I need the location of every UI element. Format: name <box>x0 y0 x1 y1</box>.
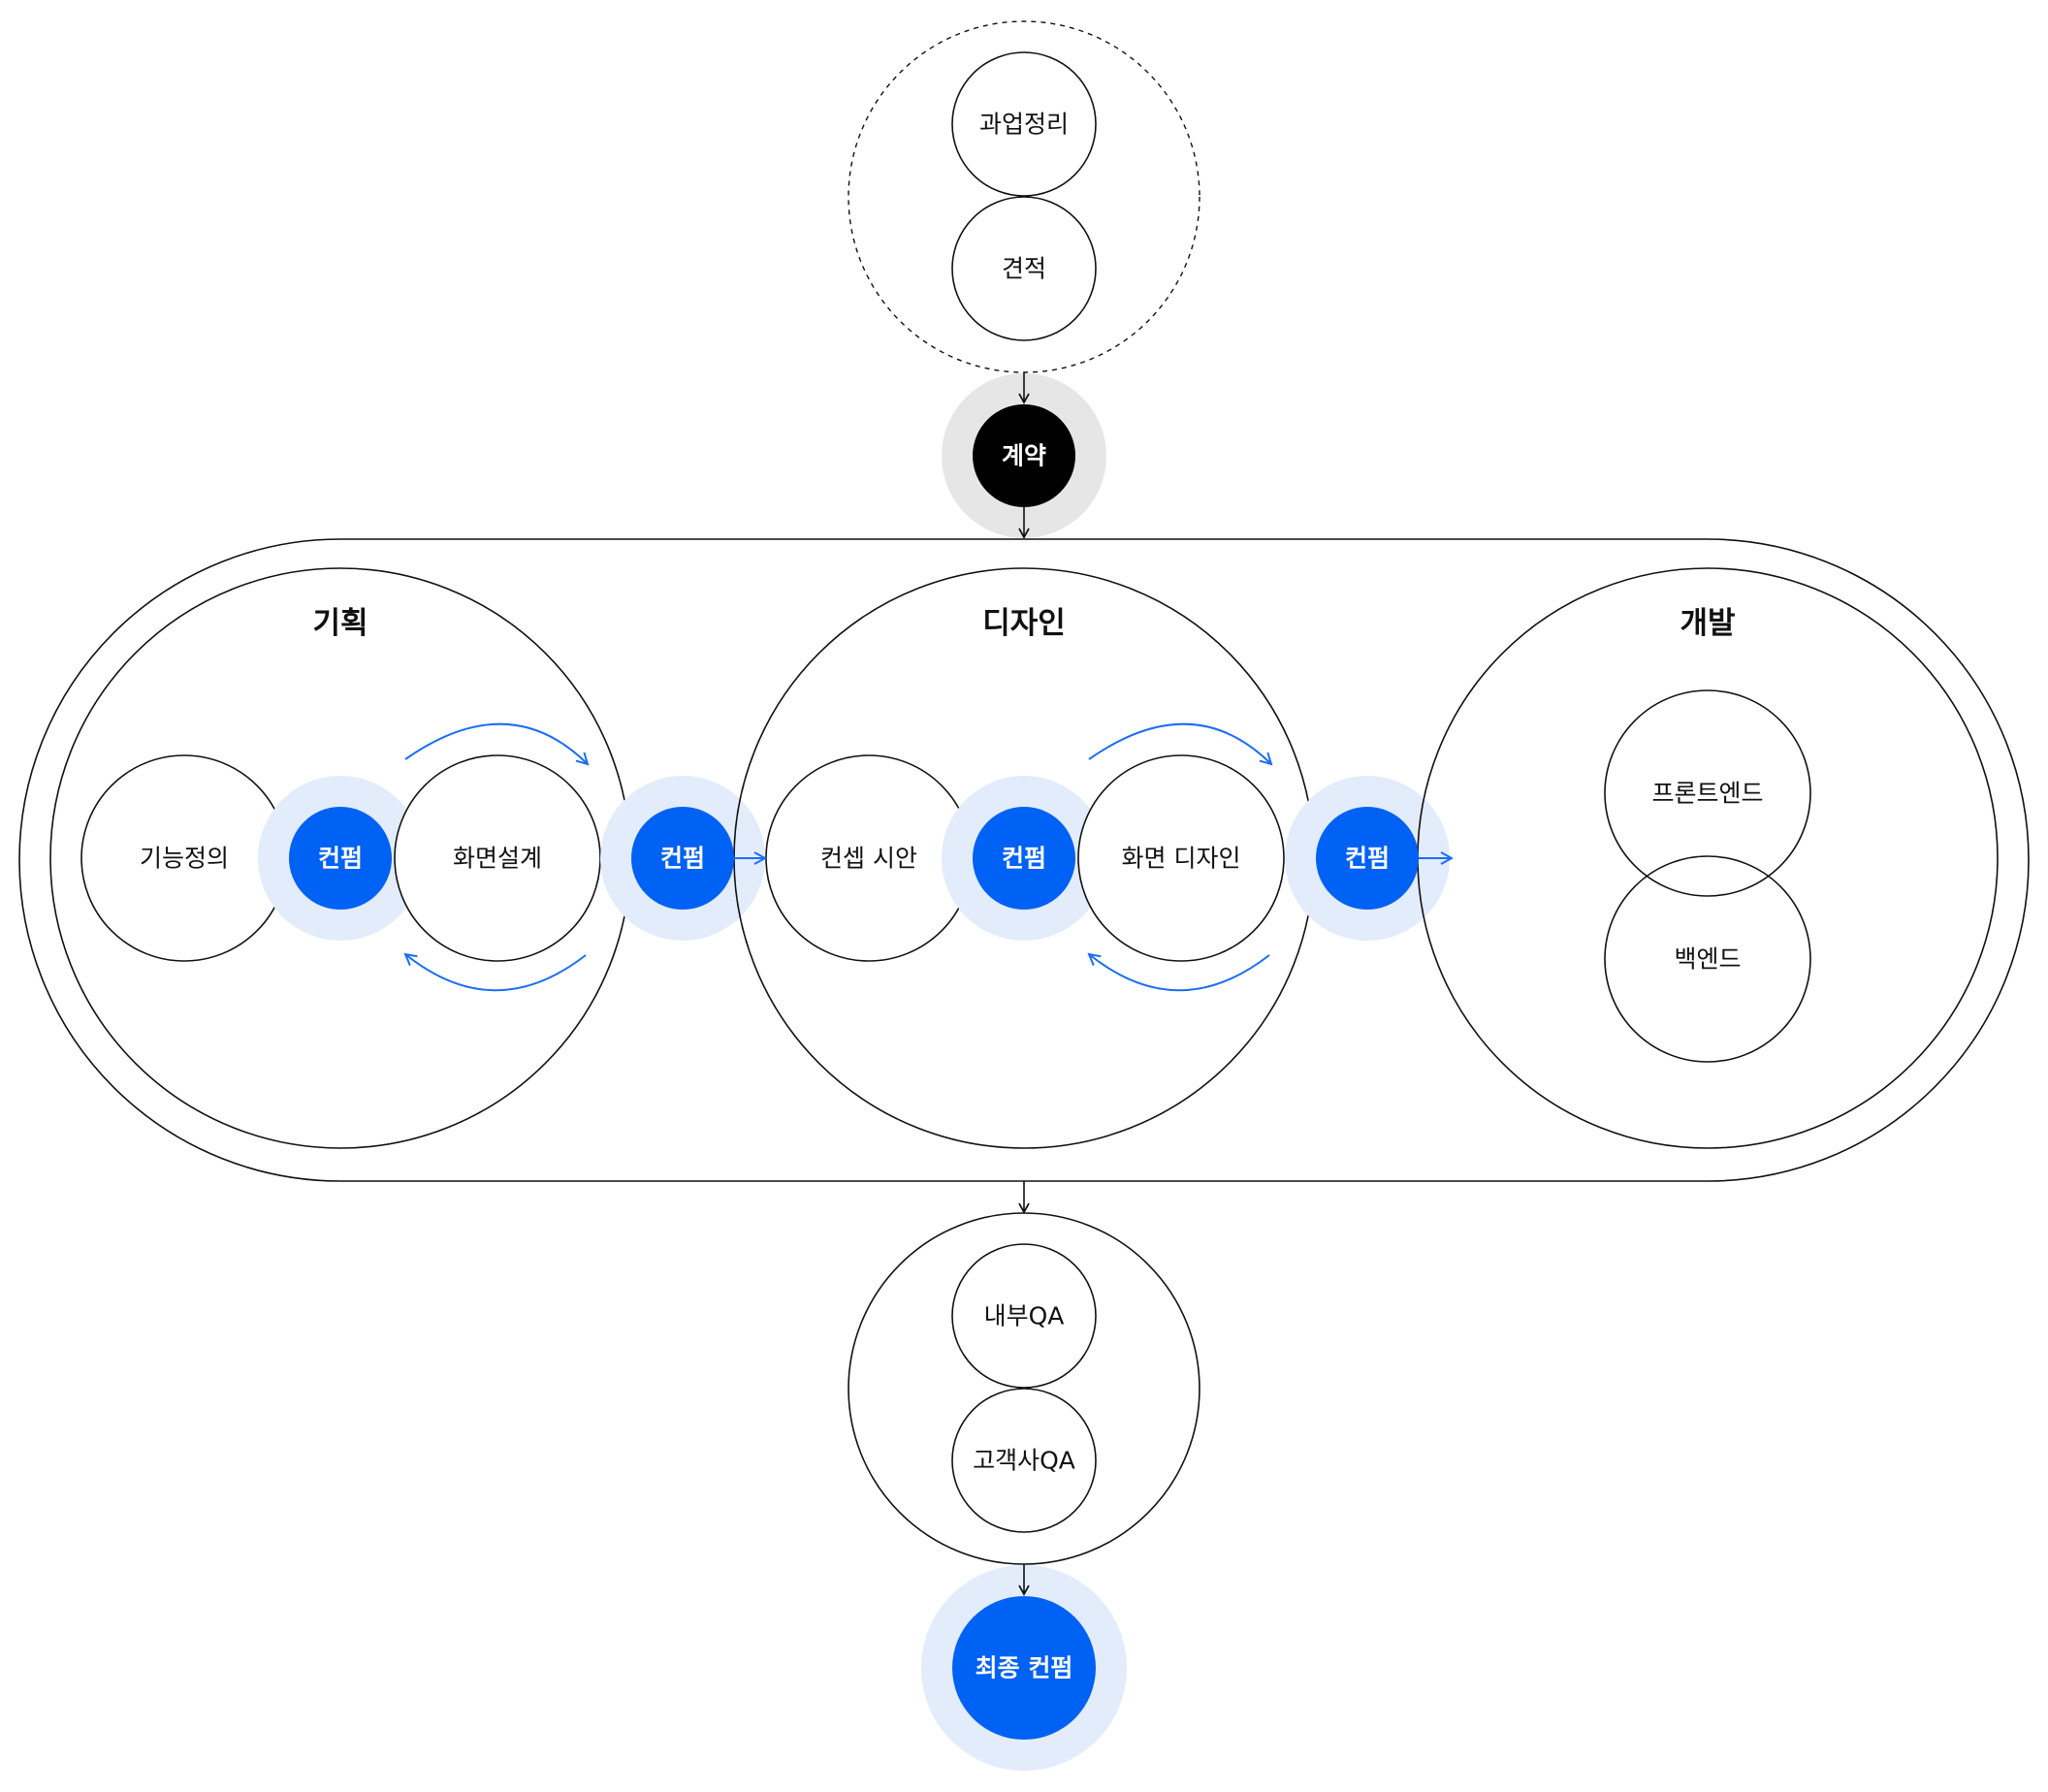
development-phase: 개발 프론트엔드 백엔드 <box>1417 567 1999 1149</box>
planning-to-design-confirm: 컨펌 <box>631 807 765 910</box>
transition-1-label: 컨펌 <box>660 845 705 873</box>
concept-draft-label: 컨셉 시안 <box>820 845 917 873</box>
planning-cycle-arrow-top <box>404 722 588 764</box>
qa-group: 내부QA 고객사QA <box>848 1212 1200 1565</box>
feature-definition-label: 기능정의 <box>140 845 229 873</box>
transition-1-node <box>631 807 734 910</box>
contract-group: 계약 <box>942 372 1106 539</box>
transition-2-label: 컨펌 <box>1345 845 1390 873</box>
task-summary-label: 과업정리 <box>979 111 1069 139</box>
pre-contract-group: 과업정리 견적 <box>848 20 1200 373</box>
design-cycle-arrow-bottom <box>1089 954 1270 992</box>
task-summary-node <box>951 51 1097 197</box>
frontend-label: 프론트엔드 <box>1651 780 1763 808</box>
development-title: 개발 <box>1680 606 1735 641</box>
planning-confirm-node <box>289 807 392 910</box>
design-title: 디자인 <box>982 606 1066 641</box>
design-confirm-node <box>973 807 1075 910</box>
planning-title: 기획 <box>312 606 368 641</box>
backend-label: 백엔드 <box>1674 945 1741 974</box>
frontend-node <box>1604 689 1811 897</box>
screen-design-node <box>1077 754 1285 962</box>
internal-qa-label: 내부QA <box>984 1302 1065 1330</box>
transition-2-node <box>1316 807 1419 910</box>
internal-qa-node <box>951 1243 1097 1389</box>
planning-cycle-arrow-bottom <box>405 954 587 992</box>
backend-node <box>1604 855 1811 1063</box>
client-qa-node <box>951 1388 1097 1533</box>
planning-confirm-label: 컨펌 <box>318 845 363 873</box>
final-confirm-group: 최종 컨펌 <box>921 1564 1127 1771</box>
planning-phase: 기획 기능정의 화면설계 컨펌 <box>49 567 631 1149</box>
contract-label: 계약 <box>1002 442 1046 470</box>
final-confirm-node <box>952 1596 1096 1740</box>
estimate-label: 견적 <box>1002 255 1046 283</box>
estimate-node <box>951 196 1097 341</box>
client-qa-label: 고객사QA <box>973 1447 1075 1475</box>
design-cycle-arrow-top <box>1088 722 1271 764</box>
design-to-development-confirm: 컨펌 <box>1316 807 1452 910</box>
screen-layout-label: 화면설계 <box>453 845 542 873</box>
design-phase: 디자인 컨셉 시안 화면 디자인 컨펌 <box>733 567 1315 1149</box>
design-confirm-label: 컨펌 <box>1002 845 1046 873</box>
final-confirm-label: 최종 컨펌 <box>976 1654 1073 1682</box>
contract-node <box>973 404 1075 507</box>
screen-design-label: 화면 디자인 <box>1122 845 1241 873</box>
